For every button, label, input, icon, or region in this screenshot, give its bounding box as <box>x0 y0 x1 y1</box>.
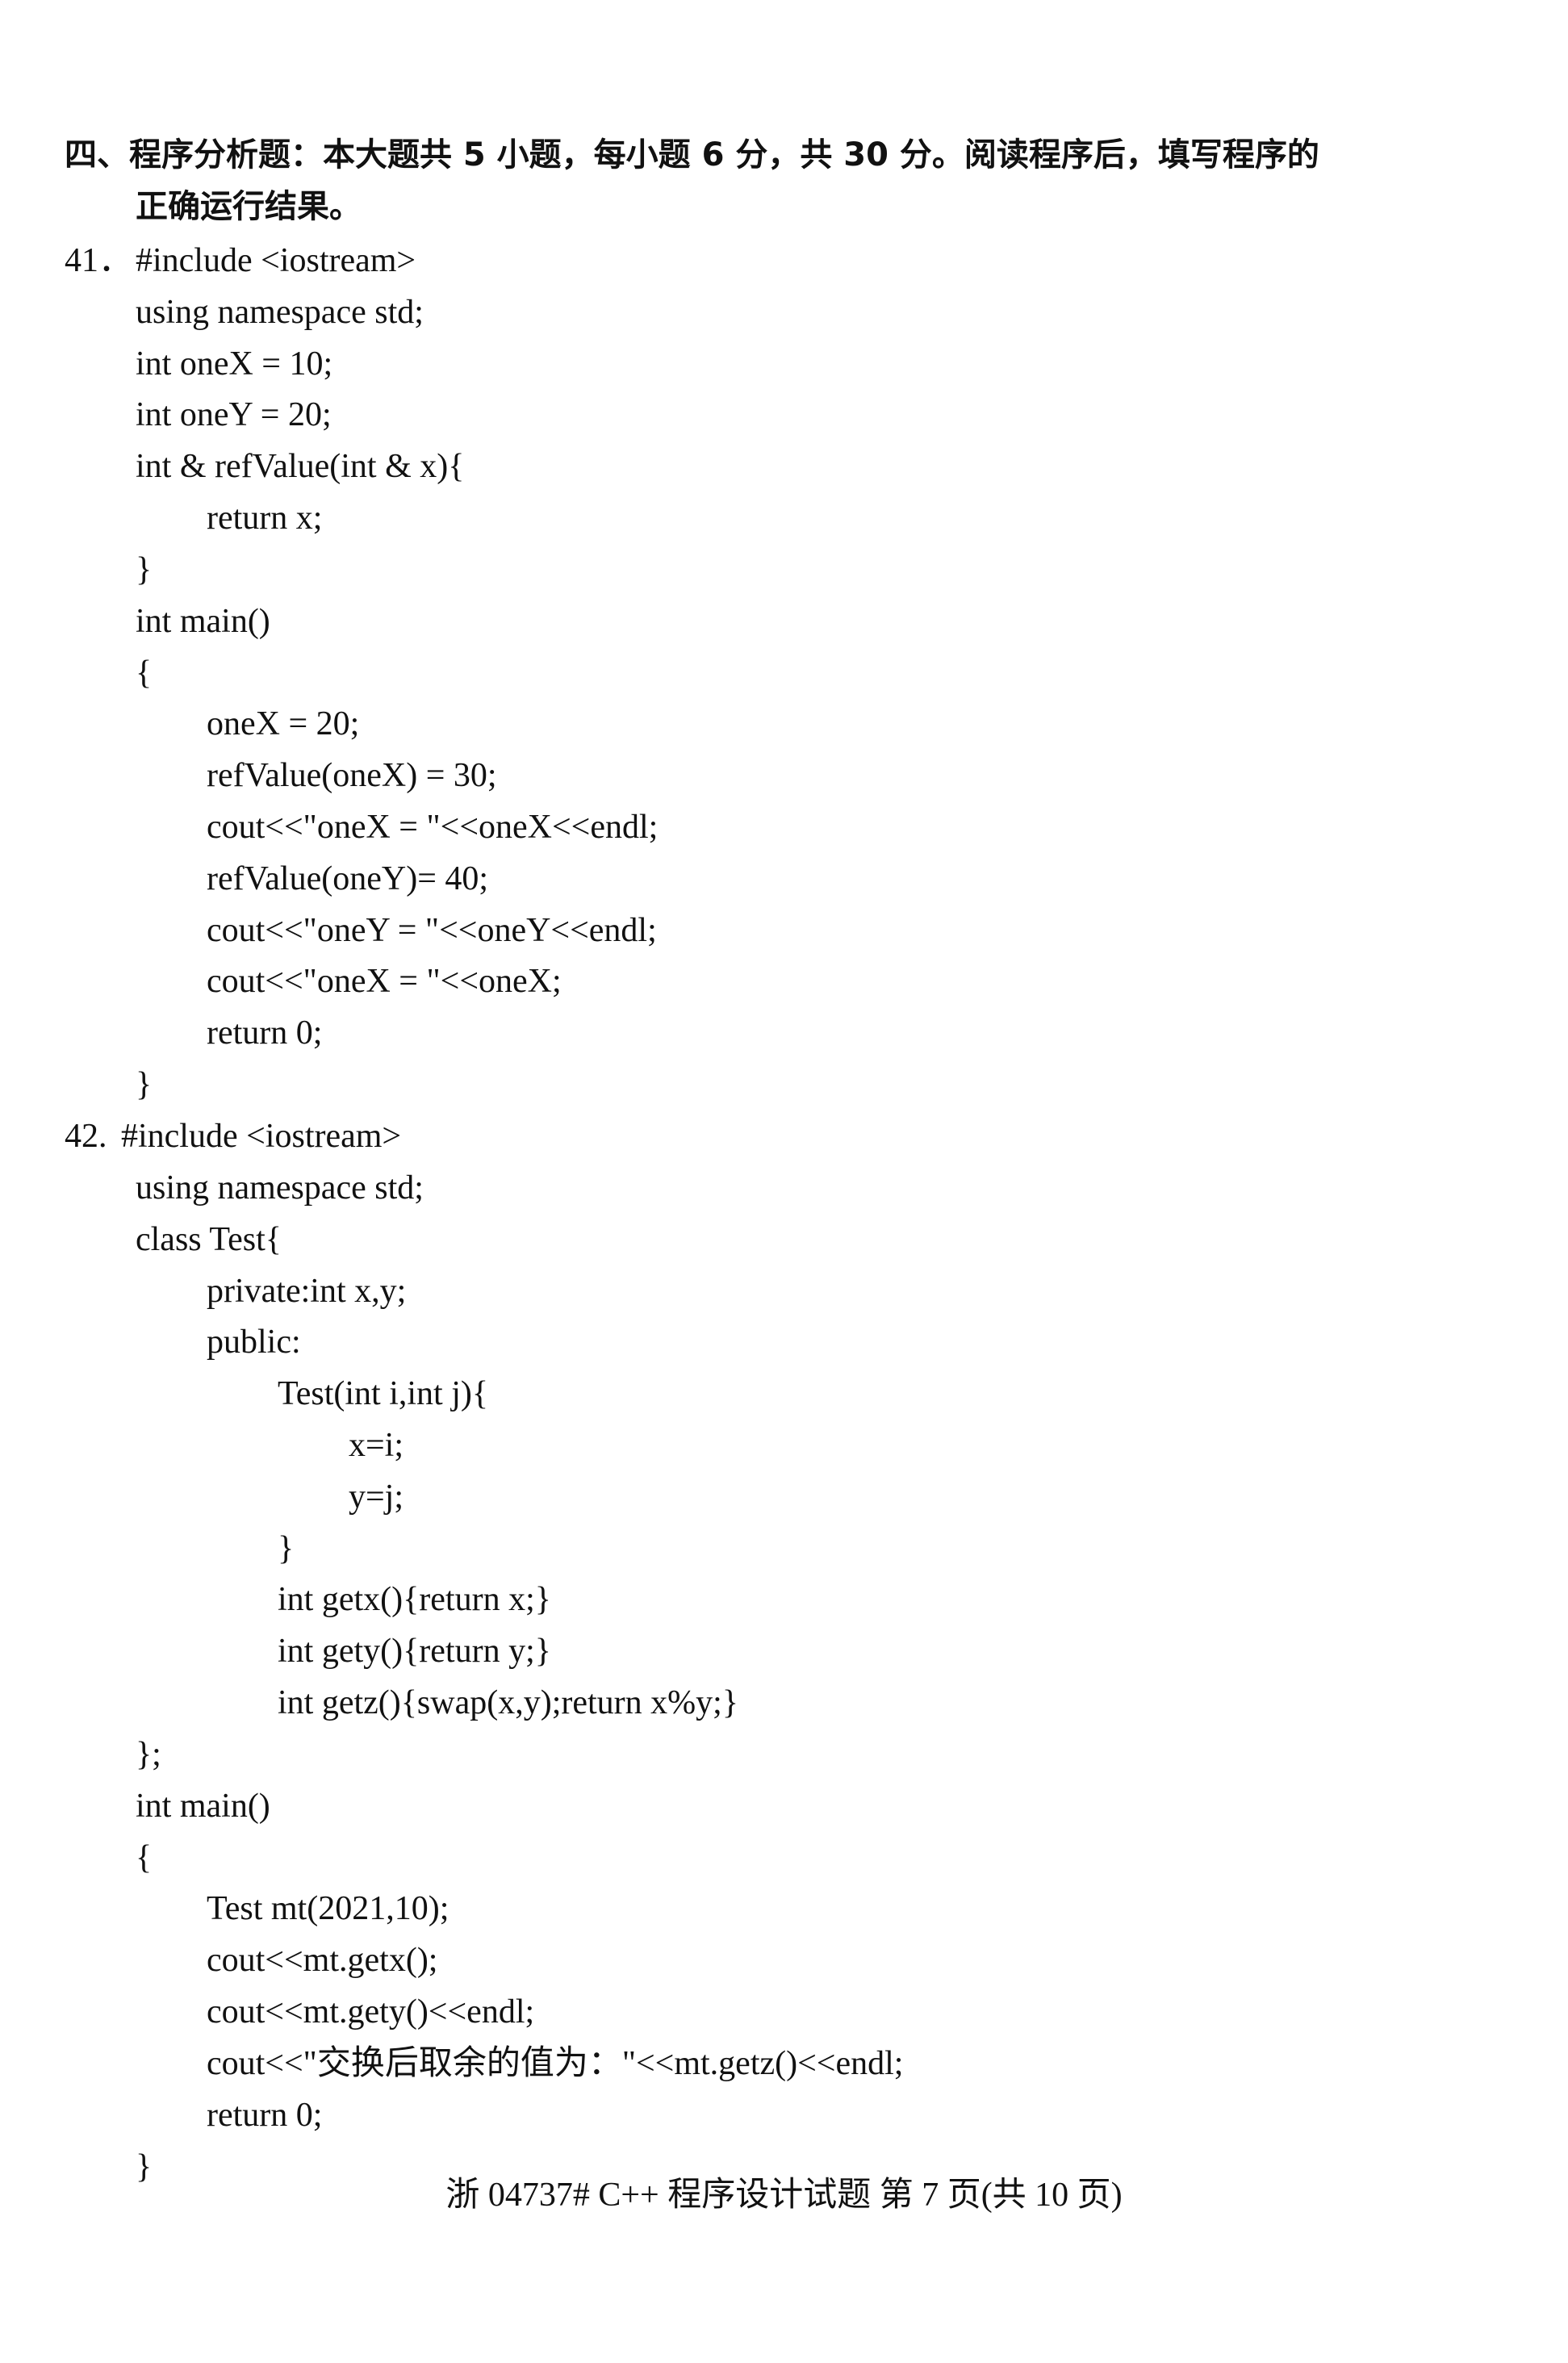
code-line: int gety(){return y;} <box>278 1633 551 1670</box>
section-header-line2: 正确运行结果。 <box>136 188 362 225</box>
code-line: return 0; <box>207 1014 323 1052</box>
code-line: } <box>136 1066 153 1103</box>
code-line: #include <iostream> <box>121 1118 402 1155</box>
code-line: return 0; <box>207 2097 323 2134</box>
code-line: Test mt(2021,10); <box>207 1890 449 1927</box>
section-header: 四、程序分析题：本大题共 5 小题，每小题 6 分，共 30 分。阅读程序后，填… <box>65 129 1453 232</box>
question-number: 42. <box>65 1118 107 1155</box>
code-line: int & refValue(int & x){ <box>136 448 465 485</box>
code-line: x=i; <box>349 1427 404 1464</box>
code-line: using namespace std; <box>136 1169 424 1207</box>
code-line: int oneX = 10; <box>136 345 333 383</box>
code-line: public: <box>207 1324 301 1361</box>
code-line: int main() <box>136 1788 270 1825</box>
code-line: cout<<"交换后取余的值为："<<mt.getz()<<endl; <box>207 2045 904 2082</box>
code-line: } <box>278 1530 295 1567</box>
code-line: private:int x,y; <box>207 1273 407 1310</box>
code-line: int oneY = 20; <box>136 396 332 433</box>
code-line: class Test{ <box>136 1221 282 1258</box>
code-line: refValue(oneX) = 30; <box>207 757 497 794</box>
code-line: } <box>136 2148 153 2185</box>
code-line: return x; <box>207 500 323 537</box>
code-line: int getx(){return x;} <box>278 1581 551 1618</box>
code-line: cout<<mt.getx(); <box>207 1942 438 1979</box>
code-line: int main() <box>136 603 270 640</box>
code-line: refValue(oneY)= 40; <box>207 860 489 897</box>
code-line: } <box>136 551 153 588</box>
code-line: cout<<mt.gety()<<endl; <box>207 1993 535 2031</box>
page-footer: 浙 04737# C++ 程序设计试题 第 7 页(共 10 页) <box>445 2177 1123 2214</box>
code-line: cout<<"oneY = "<<oneY<<endl; <box>207 912 657 949</box>
code-line: }; <box>136 1736 161 1773</box>
code-line: cout<<"oneX = "<<oneX; <box>207 963 562 1000</box>
code-line: using namespace std; <box>136 294 424 331</box>
code-line: oneX = 20; <box>207 705 360 742</box>
code-line: #include <iostream> <box>136 242 416 279</box>
code-line: cout<<"oneX = "<<oneX<<endl; <box>207 809 659 846</box>
code-line: { <box>136 1839 153 1876</box>
section-header-line1: 四、程序分析题：本大题共 5 小题，每小题 6 分，共 30 分。阅读程序后，填… <box>65 136 1319 174</box>
code-line: y=j; <box>349 1478 404 1516</box>
code-line: Test(int i,int j){ <box>278 1375 489 1412</box>
question-number: 41． <box>65 242 133 279</box>
code-line: int getz(){swap(x,y);return x%y;} <box>278 1684 738 1721</box>
code-line: { <box>136 655 153 692</box>
